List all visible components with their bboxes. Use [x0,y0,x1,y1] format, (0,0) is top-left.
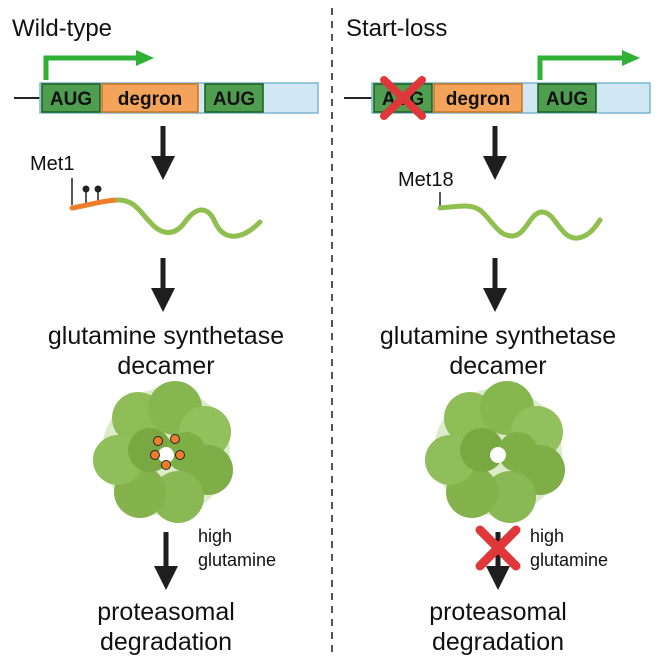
translation-start-arrow [43,50,154,80]
outcome-line1: proteasomal [429,598,567,626]
aug-codon-box [41,83,101,113]
degron-box [433,83,523,113]
panel-title: Wild-type [12,15,112,42]
outcome-line2: degradation [432,628,564,656]
second-aug-label: AUG [546,89,588,110]
down-arrow [154,532,178,590]
gs-decamer [93,381,233,523]
condition-line2: glutamine [530,550,608,570]
gs-decamer [425,381,565,523]
outcome-line2: degradation [100,628,232,656]
cross-icon [380,76,426,120]
cross-icon [475,525,521,571]
start-loss-panel: Start-loss AUG degron AUG Met1 [344,15,651,656]
met-label: Met1 [30,153,74,175]
enzyme-label-line1: glutamine synthetase [380,322,616,350]
condition-line1: high [530,526,564,546]
translation-start-arrow [537,50,640,80]
mrna-transcript: AUG degron AUG [344,76,651,120]
outcome-line1: proteasomal [97,598,235,626]
down-arrow [483,258,507,312]
condition-line2: glutamine [198,550,276,570]
second-aug-label: AUG [213,89,255,110]
second-aug-box [204,83,264,113]
nascent-protein: Met1 [30,153,263,239]
wild-type-panel: Wild-type AUG degron AUG Met1 [12,15,319,656]
aug-codon-label: AUG [50,89,92,110]
enzyme-label-line2: decamer [117,352,214,380]
down-arrow [151,258,175,312]
panel-title: Start-loss [346,15,447,42]
enzyme-label-line2: decamer [449,352,546,380]
down-arrow [151,126,175,180]
mrna-transcript: AUG degron AUG [14,82,319,114]
met-label: Met18 [398,169,454,191]
nascent-protein: Met18 [398,169,603,241]
enzyme-label-line1: glutamine synthetase [48,322,284,350]
condition-line1: high [198,526,232,546]
second-aug-box [537,83,597,113]
degron-label: degron [118,89,182,110]
degron-label: degron [446,89,510,110]
down-arrow [483,126,507,180]
degron-box [101,83,199,113]
